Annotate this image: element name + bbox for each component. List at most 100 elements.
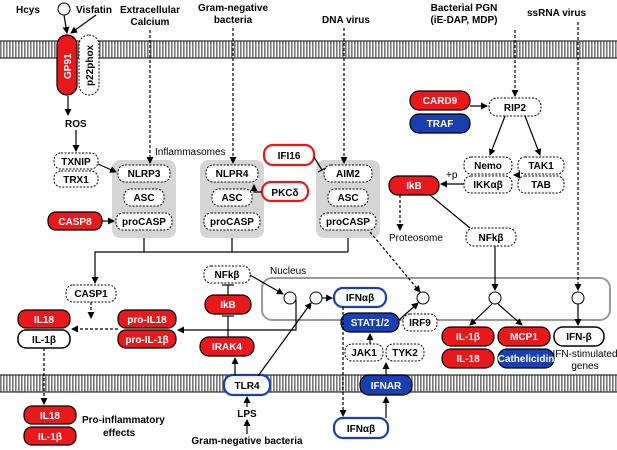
top-membrane — [0, 40, 617, 59]
irf9-label: IRF9 — [409, 318, 431, 329]
tyk2-label: TYK2 — [392, 348, 418, 359]
irf9-node — [402, 313, 438, 332]
ifnar-label: IFNAR — [371, 381, 402, 392]
ifnb-node — [553, 326, 605, 347]
inflammasomes-label: Inflammasomes — [155, 147, 226, 158]
asc-node-1 — [123, 188, 165, 207]
tab-node — [517, 175, 565, 194]
procasp-node-3 — [319, 212, 377, 231]
ikkb-label: IKKαβ — [473, 180, 502, 191]
nucleus-circle-5 — [571, 291, 585, 305]
pro-il18-node — [117, 309, 177, 329]
il1b-label-b: IL-1β — [456, 332, 480, 343]
nfkb-left-node — [203, 265, 251, 284]
jak1-label: JAK1 — [351, 348, 377, 359]
ikb-left-label: IkB — [220, 300, 236, 311]
ifi16-label: IFI16 — [278, 151, 301, 162]
asc-label-2: ASC — [221, 193, 242, 204]
ikb-right-label: IkB — [406, 181, 422, 192]
casp8-label: CASP8 — [58, 217, 92, 228]
cathelicidin-node — [497, 348, 555, 369]
ifnab-nucleus-node — [332, 286, 388, 309]
nucleus-circle-4 — [488, 291, 502, 305]
aim2-label: AIM2 — [336, 169, 360, 180]
il18-node-b — [441, 348, 495, 369]
aim2-node — [323, 164, 373, 183]
irak4-label: IRAK4 — [212, 342, 242, 353]
nucleus-circle-1 — [283, 291, 297, 305]
trx1-node — [53, 170, 99, 188]
tyk2-node — [385, 343, 425, 362]
asc-node-2 — [211, 188, 253, 207]
nemo-node — [463, 156, 513, 175]
cathelicidin-label: Cathelicidin — [498, 354, 555, 365]
ifnab-outside-node — [332, 416, 390, 440]
irak4-node — [199, 336, 255, 357]
asc-node-3 — [327, 188, 369, 207]
trx1-label: TRX1 — [63, 175, 89, 186]
tak1-label: TAK1 — [528, 161, 554, 172]
nfkb-right-node — [465, 227, 517, 247]
arrows — [40, 14, 582, 434]
il18-node-a — [17, 309, 71, 329]
card9-node — [409, 90, 471, 111]
il18-node-c — [23, 405, 77, 425]
txnip-label: TXNIP — [61, 157, 91, 168]
lps-label: LPS — [237, 409, 257, 420]
nucleus-circle-3 — [416, 291, 430, 305]
nlrp3-node — [117, 164, 171, 183]
ssrna-virus-label: ssRNA virus — [527, 8, 587, 19]
tlr4-node — [222, 373, 272, 397]
pro-il1b-label: pro-IL-1β — [125, 335, 168, 346]
nemo-label: Nemo — [474, 161, 502, 172]
il18-label-b: IL-18 — [456, 354, 480, 365]
proteosome-label: Proteosome — [389, 233, 443, 244]
procasp-node-1 — [115, 212, 173, 231]
nfkb-right-label: NFkβ — [479, 233, 504, 244]
p22phox-label: p22phox — [85, 44, 96, 86]
ikb-right-node — [388, 175, 440, 196]
il18-label-a: IL18 — [34, 315, 54, 326]
procasp-label-2: proCASP — [210, 217, 254, 228]
stat12-label: STAT1/2 — [351, 318, 390, 329]
tab-label: TAB — [531, 180, 551, 191]
nucleus-label: Nucleus — [270, 266, 306, 277]
asc-label-1: ASC — [133, 193, 154, 204]
tak1-node — [517, 156, 565, 175]
casp1-label: CASP1 — [74, 289, 108, 300]
rip2-node — [488, 97, 542, 117]
nlpr4-node — [205, 164, 259, 183]
traf-label: TRAF — [427, 119, 454, 130]
hcys-circle — [57, 2, 71, 16]
mcp1-node — [497, 326, 551, 347]
traf-node — [409, 113, 471, 134]
dna-virus-label: DNA virus — [322, 15, 370, 26]
ros-label: ROS — [65, 119, 87, 130]
il1b-label-a: IL-1β — [32, 335, 56, 346]
ifnb-label: IFN-β — [566, 332, 592, 343]
card9-label: CARD9 — [423, 96, 458, 107]
gram-negative-bacteria-bottom-label: Gram-negative bacteria — [191, 436, 303, 447]
gp91-node — [56, 34, 78, 96]
mcp1-label: MCP1 — [510, 332, 538, 343]
visfatin-label: Visfatin — [76, 5, 112, 16]
il18-label-c: IL18 — [40, 411, 60, 422]
ifnab-nucleus-label: IFNαβ — [346, 293, 374, 304]
hcys-label: Hcys — [16, 5, 40, 16]
procasp-node-2 — [203, 212, 261, 231]
stat12-node — [340, 312, 400, 333]
pro-il18-label: pro-IL18 — [127, 315, 167, 326]
gp91-label: GP91 — [63, 53, 74, 79]
bacterial-pgn-label: Bacterial PGN(iE-DAP, MDP) — [430, 3, 497, 26]
bottom-membrane — [0, 374, 617, 393]
pkcd-label: PKCδ — [271, 188, 298, 199]
il1b-label-c: IL-1β — [38, 432, 62, 443]
il1b-node-c — [23, 426, 77, 446]
jak1-node — [344, 343, 384, 362]
txnip-node — [53, 152, 99, 170]
nfkb-left-label: NFkβ — [215, 270, 240, 281]
